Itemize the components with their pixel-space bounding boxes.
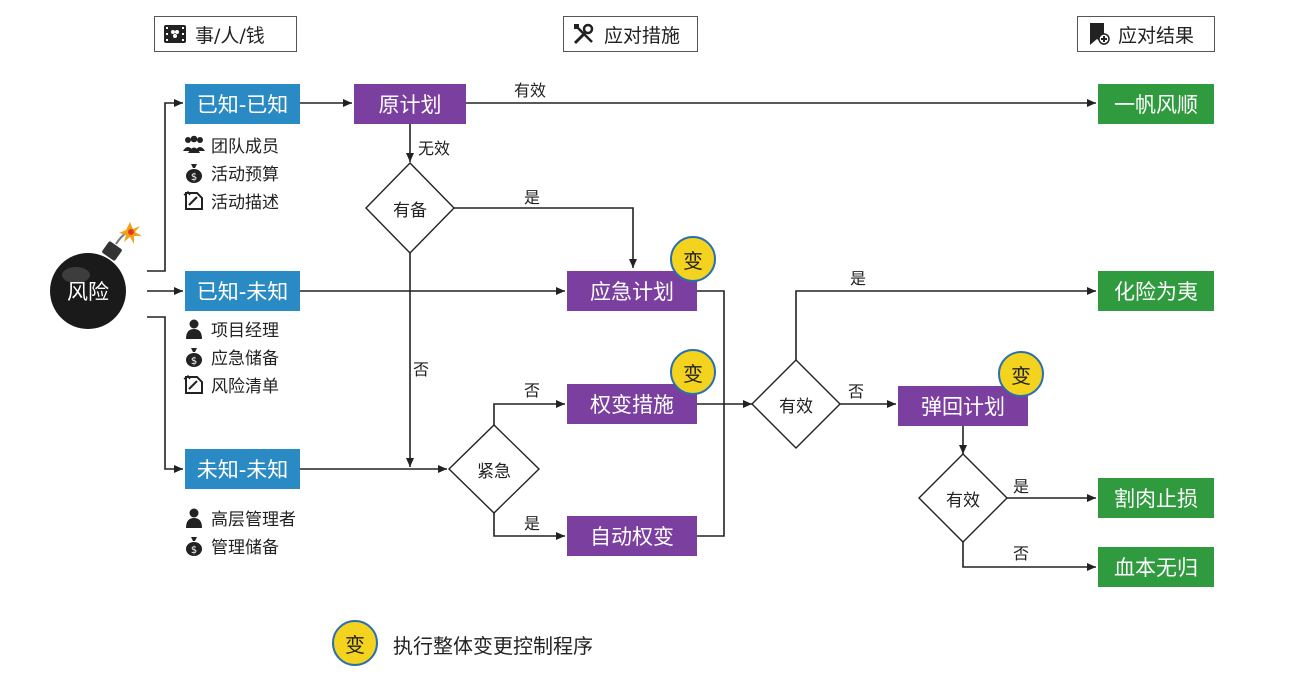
edge-label-no-eff2: 否 (1013, 544, 1030, 563)
measure-workaround: 权变措施 (567, 384, 697, 424)
edge-label-yes-eff1: 是 (850, 269, 867, 288)
decision-effective2-shape (918, 453, 1008, 543)
money-bag-icon: $ (186, 347, 202, 367)
svg-text:$: $ (191, 172, 197, 183)
person-icon (186, 319, 202, 339)
document-icon (183, 374, 203, 394)
list-item: 项目经理 (183, 316, 279, 341)
category-known-unknown: 已知-未知 (185, 271, 300, 311)
measure-auto-workaround: 自动权变 (567, 516, 697, 556)
document-icon (183, 190, 203, 210)
category-known-known: 已知-已知 (185, 84, 300, 124)
edge-label-yes-urgent: 是 (524, 514, 541, 533)
person-icon (186, 508, 202, 528)
money-bag-icon: $ (186, 536, 202, 556)
risk-label: 风险 (67, 280, 109, 304)
legend-badge: 变 (332, 620, 378, 666)
edge-label-yes-eff2: 是 (1013, 477, 1030, 496)
header-col3-label: 应对结果 (1118, 24, 1195, 47)
list-item: $ 应急储备 (183, 344, 279, 369)
decision-urgent-shape (447, 424, 541, 514)
film-icon (164, 25, 186, 43)
header-col2: 应对措施 (563, 16, 698, 52)
decision-has-backup: 有备 (393, 200, 427, 221)
edge-label-no-eff1: 否 (848, 382, 865, 401)
list-item: 团队成员 (183, 132, 279, 157)
edge-label-no-urgent: 否 (524, 381, 541, 400)
result-cut-loss: 割肉止损 (1098, 478, 1214, 518)
header-col1-label: 事/人/钱 (195, 24, 265, 47)
category-unknown-unknown: 未知-未知 (185, 449, 300, 489)
measure-original-plan: 原计划 (354, 84, 466, 124)
change-badge-contingency: 变 (670, 236, 716, 282)
edge-label-effective: 有效 (514, 81, 547, 100)
people-icon (183, 135, 205, 153)
header-col3: 应对结果 (1077, 16, 1215, 52)
measure-fallback-plan: 弹回计划 (898, 386, 1028, 426)
list-item: 活动描述 (183, 188, 279, 213)
list-item: 高层管理者 (183, 505, 296, 530)
decision-effective1-shape (751, 359, 841, 449)
edge-label-ineffective: 无效 (418, 139, 451, 158)
bookmark-add-icon (1090, 23, 1110, 45)
list-item: $ 管理储备 (183, 533, 279, 558)
edge-label-yes-backup: 是 (524, 188, 541, 207)
result-averted: 化险为夷 (1098, 271, 1214, 311)
tools-icon (573, 23, 594, 45)
list-item: 风险清单 (183, 372, 279, 397)
change-badge-workaround: 变 (670, 349, 716, 395)
header-col1: 事/人/钱 (154, 16, 297, 52)
edge-label-no-backup: 否 (413, 360, 430, 379)
decision-effective1: 有效 (779, 396, 813, 417)
decision-effective2: 有效 (946, 490, 980, 511)
measure-contingency-plan: 应急计划 (567, 271, 697, 311)
decision-urgent: 紧急 (477, 461, 511, 482)
bomb-icon (50, 222, 142, 329)
legend-text: 执行整体变更控制程序 (393, 634, 593, 658)
svg-text:$: $ (191, 356, 197, 367)
result-total-loss: 血本无归 (1098, 547, 1214, 587)
change-badge-fallback: 变 (998, 351, 1044, 397)
decision-has-backup-shape (365, 161, 455, 255)
header-col2-label: 应对措施 (604, 24, 681, 47)
money-bag-icon: $ (186, 163, 202, 183)
list-item: $ 活动预算 (183, 160, 279, 185)
result-smooth: 一帆风顺 (1098, 84, 1214, 124)
svg-text:$: $ (191, 545, 197, 556)
